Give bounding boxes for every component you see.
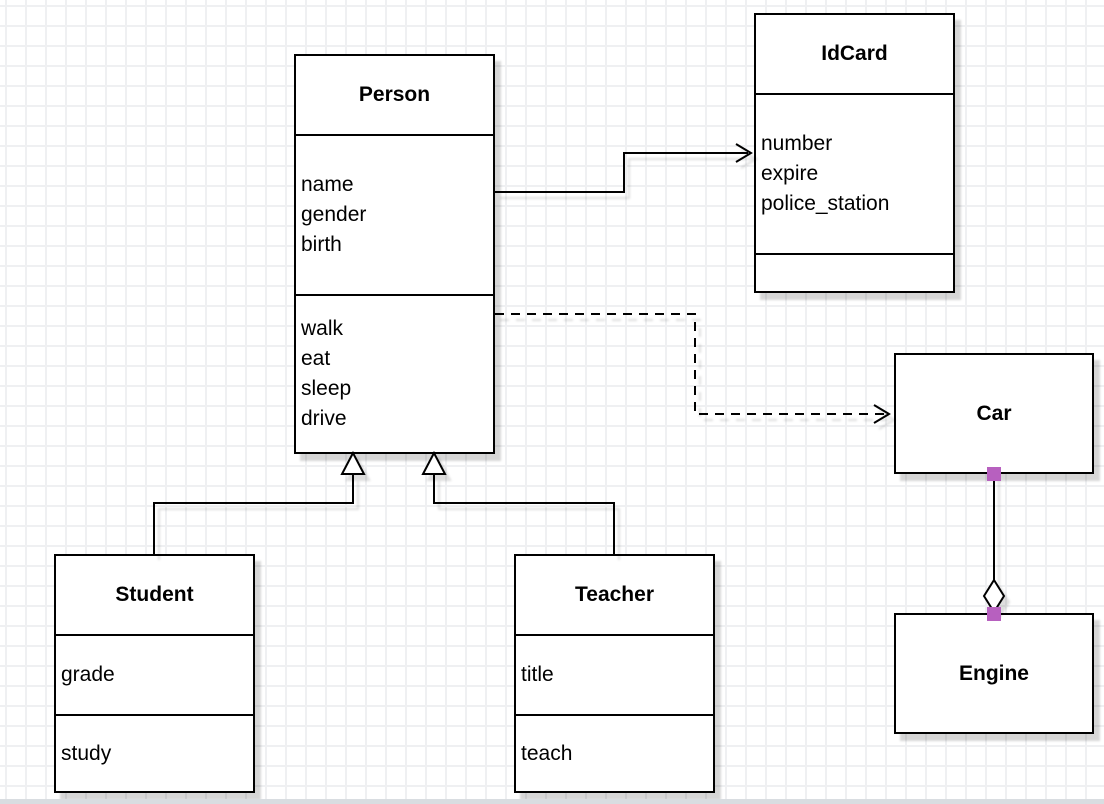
association-line-person-idcard[interactable] — [495, 152, 748, 193]
hollow-triangle-arrowhead-icon — [421, 450, 447, 475]
methods-section-student: study — [56, 716, 253, 791]
class-box-car[interactable]: Car — [894, 353, 1094, 474]
class-title-car: Car — [976, 401, 1012, 425]
class-box-idcard[interactable]: IdCard number expire police_station — [754, 13, 955, 293]
method: study — [61, 741, 112, 765]
class-title-student: Student — [56, 556, 253, 636]
class-title-idcard: IdCard — [756, 15, 953, 95]
methods-section-teacher: teach — [516, 716, 713, 791]
connection-endpoint-handle[interactable] — [987, 467, 1001, 481]
open-arrowhead-icon — [735, 143, 753, 163]
attributes-section-student: grade — [56, 636, 253, 716]
canvas-bottom-edge — [0, 799, 1104, 804]
attributes-section-person: name gender birth — [296, 136, 493, 296]
dependency-line-person-car[interactable] — [495, 313, 886, 415]
method: sleep — [301, 377, 352, 400]
attribute: grade — [61, 663, 115, 686]
attribute: name — [301, 173, 354, 196]
method: walk — [301, 317, 344, 340]
methods-section-person: walk eat sleep drive — [296, 296, 493, 452]
class-box-teacher[interactable]: Teacher title teach — [514, 554, 715, 793]
attribute: gender — [301, 203, 367, 226]
attribute: police_station — [761, 192, 890, 215]
class-title-person: Person — [296, 56, 493, 136]
class-title-engine: Engine — [958, 661, 1029, 685]
attributes-section-idcard: number expire police_station — [756, 95, 953, 255]
method: teach — [521, 741, 573, 765]
attribute: birth — [301, 233, 342, 256]
method: drive — [301, 407, 347, 430]
method: eat — [301, 347, 331, 370]
connection-endpoint-handle[interactable] — [987, 607, 1001, 621]
class-box-person[interactable]: Person name gender birth walk eat sleep … — [294, 54, 495, 454]
attribute: title — [521, 663, 554, 686]
attributes-section-teacher: title — [516, 636, 713, 716]
class-box-student[interactable]: Student grade study — [54, 554, 255, 793]
class-title-teacher: Teacher — [516, 556, 713, 636]
attribute: expire — [761, 162, 819, 185]
hollow-triangle-arrowhead-icon — [340, 450, 366, 475]
generalization-line-teacher-person[interactable] — [433, 474, 615, 554]
generalization-line-student-person[interactable] — [153, 474, 354, 554]
open-arrowhead-icon — [873, 404, 891, 424]
attribute: number — [761, 132, 833, 155]
